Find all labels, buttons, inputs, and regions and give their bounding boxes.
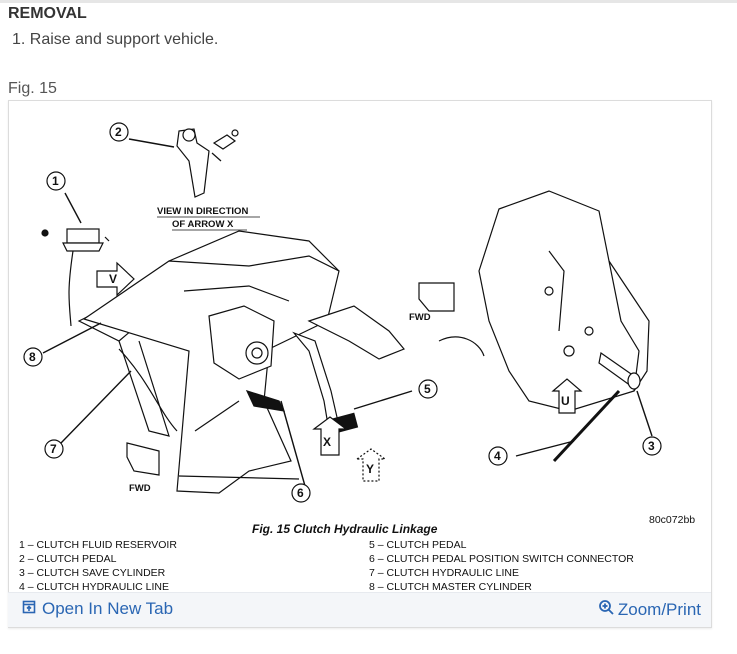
fwd-label-right: FWD — [409, 312, 431, 323]
svg-text:3: 3 — [648, 439, 655, 453]
arrow-x-letter: X — [323, 435, 331, 449]
callout-3: 3 — [642, 436, 662, 456]
open-in-new-tab-link[interactable]: Open In New Tab — [22, 599, 173, 619]
callout-leaders — [42, 138, 653, 487]
figure-caption: Fig. 15 Clutch Hydraulic Linkage — [252, 522, 438, 536]
svg-text:2: 2 — [115, 125, 122, 139]
pedal-bracket-inset — [176, 128, 239, 198]
svg-text:6: 6 — [297, 486, 304, 500]
view-label-line2: OF ARROW X — [172, 219, 234, 230]
top-divider — [0, 0, 737, 3]
fwd-arrow-left — [126, 442, 160, 476]
legend-item-4: 4 – CLUTCH HYDRAULIC LINE — [19, 581, 169, 593]
legend-item-1: 1 – CLUTCH FLUID RESERVOIR — [19, 539, 177, 551]
legend-item-7: 7 – CLUTCH HYDRAULIC LINE — [369, 567, 519, 579]
svg-text:4: 4 — [494, 449, 501, 463]
svg-text:5: 5 — [424, 382, 431, 396]
arrow-x: X — [312, 416, 348, 456]
callout-4: 4 — [488, 446, 508, 466]
legend-item-3: 3 – CLUTCH SAVE CYLINDER — [19, 567, 166, 579]
figure-label: Fig. 15 — [8, 80, 57, 97]
open-in-new-tab-label: Open In New Tab — [42, 599, 174, 618]
zoom-in-icon — [598, 599, 615, 621]
figure-container: VIEW IN DIRECTION OF ARROW X — [8, 100, 712, 628]
image-code: 80c072bb — [649, 514, 695, 526]
firewall-assembly — [77, 230, 405, 494]
svg-text:7: 7 — [50, 442, 57, 456]
clutch-linkage-diagram: VIEW IN DIRECTION OF ARROW X — [19, 122, 695, 593]
arrow-v-letter: V — [109, 272, 117, 286]
arrow-u: U — [551, 378, 583, 414]
step-text: 1. Raise and support vehicle. — [12, 31, 219, 48]
callout-1: 1 — [46, 171, 66, 191]
arrow-u-letter: U — [561, 394, 570, 408]
legend-item-5: 5 – CLUTCH PEDAL — [369, 539, 467, 551]
callout-5: 5 — [418, 379, 438, 399]
callout-2: 2 — [109, 122, 129, 142]
zoom-print-link[interactable]: Zoom/Print — [598, 599, 701, 621]
svg-text:1: 1 — [52, 174, 59, 188]
open-in-new-tab-icon — [22, 599, 36, 619]
reservoir-drawing — [41, 228, 110, 327]
arrow-y: Y — [355, 448, 387, 482]
legend-item-2: 2 – CLUTCH PEDAL — [19, 553, 117, 565]
fwd-arrow-right — [418, 282, 455, 312]
callout-7: 7 — [44, 439, 64, 459]
callout-8: 8 — [23, 347, 43, 367]
arrow-v: V — [96, 261, 135, 297]
arrow-y-letter: Y — [366, 462, 374, 476]
fwd-label-left: FWD — [129, 483, 151, 494]
callout-6: 6 — [291, 483, 311, 503]
section-heading: REMOVAL — [8, 5, 87, 22]
figure-action-bar: Open In New Tab Zoom/Print — [8, 592, 711, 627]
legend-item-6: 6 – CLUTCH PEDAL POSITION SWITCH CONNECT… — [369, 553, 634, 565]
view-label-line1: VIEW IN DIRECTION — [157, 206, 248, 217]
zoom-print-label: Zoom/Print — [617, 600, 701, 619]
svg-text:8: 8 — [29, 350, 36, 364]
legend-item-8: 8 – CLUTCH MASTER CYLINDER — [369, 581, 532, 593]
transmission-drawing — [438, 190, 650, 463]
